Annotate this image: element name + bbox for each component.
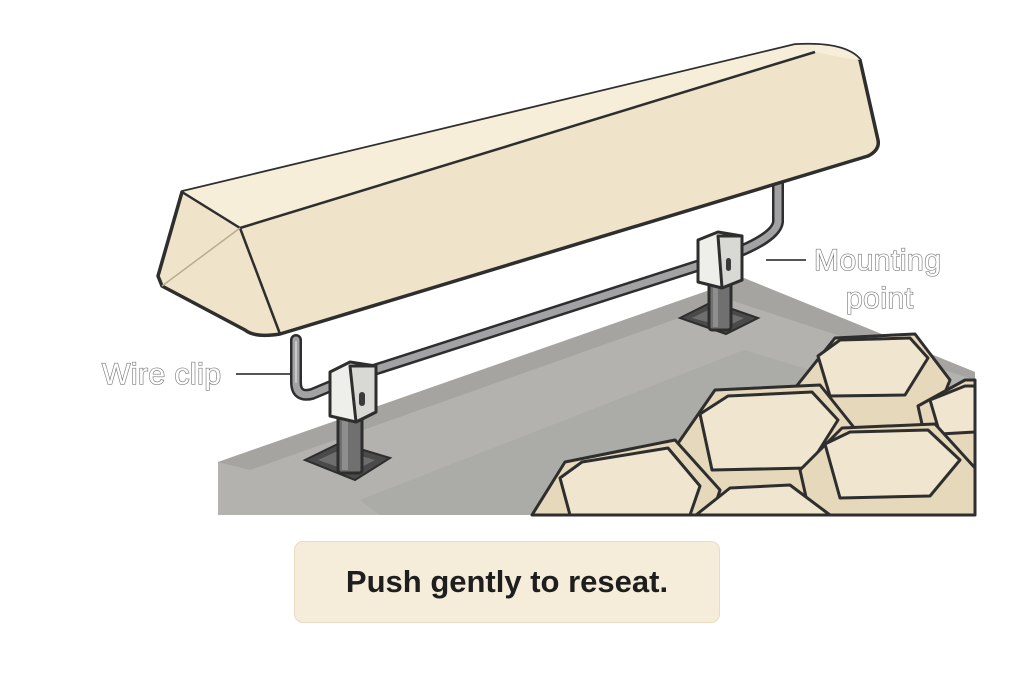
instruction-caption: Push gently to reseat.: [294, 541, 720, 623]
keycap-6: [694, 483, 832, 517]
regular-keycaps: [530, 332, 977, 517]
instruction-caption-text: Push gently to reseat.: [345, 564, 669, 599]
mounting-point-label-line1: Mounting: [814, 244, 941, 277]
mounting-point-label-line2: point: [846, 282, 914, 315]
stabilizer-wire: [290, 174, 784, 401]
wire-clip-housing-right: [696, 230, 744, 290]
wire-clip-label: Wire clip: [102, 358, 222, 391]
keycap-5: [530, 438, 722, 517]
spacebar-keycap: [156, 42, 881, 338]
wire-clip-housing-left: [328, 360, 378, 424]
